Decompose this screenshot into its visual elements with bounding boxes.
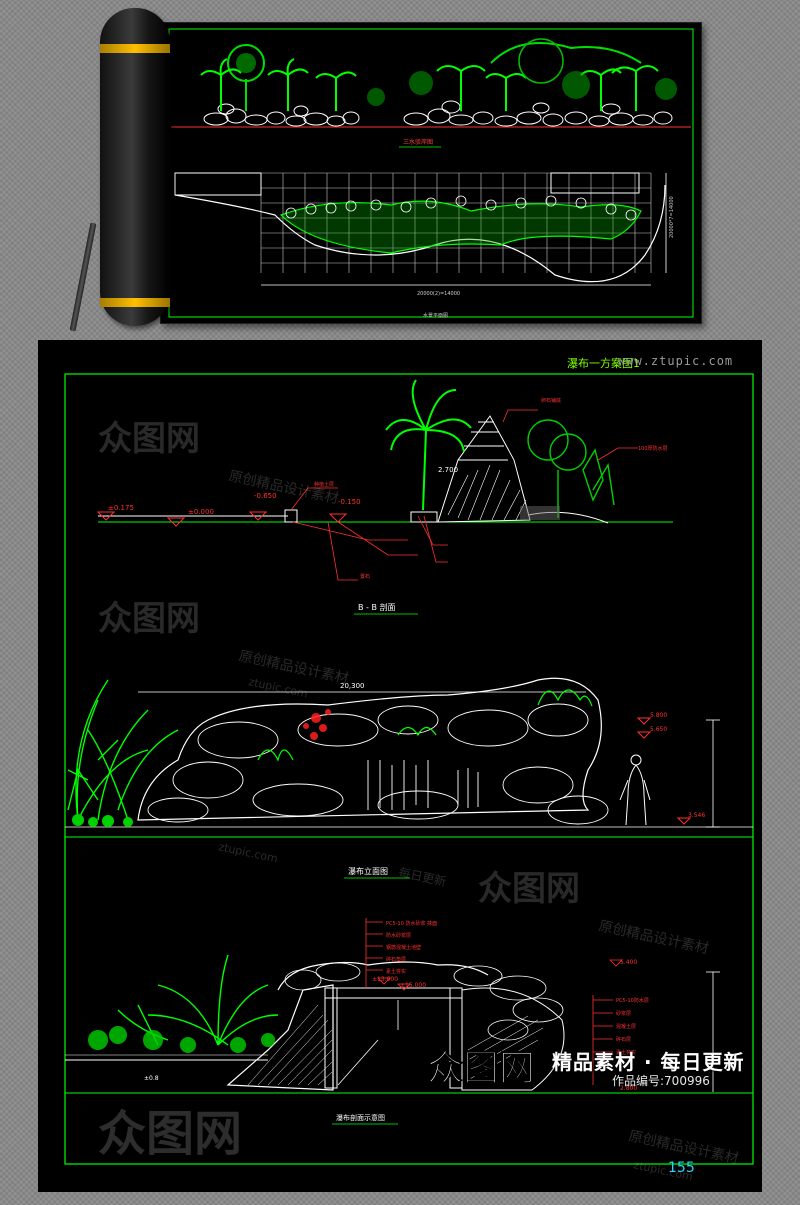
section-bb-levels xyxy=(96,511,348,527)
elevation-h2: 5.650 xyxy=(650,726,667,733)
detail-level-bottom: 2.800 xyxy=(620,1085,637,1092)
detail-note-3: 钢筋混凝土池壁 xyxy=(386,944,421,951)
page-number: 155 xyxy=(668,1160,695,1176)
detail-note-5: 素土夯实 xyxy=(386,968,406,975)
section-bb-title: B - B 剖面 xyxy=(358,602,396,612)
elevation-drawing xyxy=(65,677,753,828)
detail-note-1: PC5-10 防水砂浆 抹面 xyxy=(386,920,437,927)
site-url: www.ztupic.com xyxy=(618,354,734,368)
level-l4: -0.150 xyxy=(338,498,361,506)
watermark-domain-1: ztupic.com xyxy=(247,675,309,700)
level-l1: ±0.175 xyxy=(108,504,134,512)
detail-level-top: ±15.000 xyxy=(400,982,426,989)
roll-band-bottom xyxy=(100,298,170,307)
right-note-1: PC5-10防水层 xyxy=(616,997,649,1004)
right-note-4: 碎石层 xyxy=(616,1036,631,1043)
watermark-logo-3: 众图网 xyxy=(478,869,580,909)
level-l2: ±0.000 xyxy=(188,508,214,516)
detail-level-ground: ±0.8 xyxy=(144,1075,159,1082)
main-sheet-svg: ±0.175 ±0.000 -0.650 -0.150 2.700 种植土层 置… xyxy=(64,373,754,1183)
top-plants xyxy=(200,38,677,111)
roll-band-top xyxy=(100,44,170,53)
watermark-domain-2: ztupic.com xyxy=(217,840,279,865)
top-dim-side: 20000*7=14000 xyxy=(669,196,675,238)
brand-work-id: 作品编号:700996 xyxy=(612,1074,710,1088)
top-plan-planting xyxy=(279,200,642,254)
detail-level-right: 5.400 xyxy=(620,959,637,966)
brand-slogan: 精品素材 · 每日更新 xyxy=(552,1050,745,1074)
drawing-roll xyxy=(100,8,170,326)
elevation-ground: 3.546 xyxy=(688,812,705,819)
watermark-tagline-3: 原创精品设计素材 xyxy=(597,918,710,957)
right-note-3: 混凝土层 xyxy=(616,1023,636,1030)
watermark-logo-1: 众图网 xyxy=(98,419,200,459)
section-note-1: 种植土层 xyxy=(314,481,334,488)
detail-section-drawing xyxy=(65,954,720,1092)
top-rocks-left xyxy=(203,103,360,127)
top-elevation-title: 三水驳岸图 xyxy=(403,138,433,146)
right-note-2: 砂浆层 xyxy=(616,1010,631,1017)
section-note-2: 置石 xyxy=(360,574,370,580)
pen-tool xyxy=(69,222,97,332)
top-sheet-svg: 三水驳岸图 20 xyxy=(168,28,694,319)
detail-note-4: 碎石垫层 xyxy=(386,956,406,963)
brand-logo-icon: 众图网 xyxy=(427,1048,536,1090)
top-plan-title: 水景平面图 xyxy=(423,312,448,319)
watermark-logo-4: 众图网 xyxy=(98,1106,242,1162)
top-plan-stones xyxy=(285,195,637,221)
detail-callout-lines xyxy=(365,918,623,1085)
watermark-update: 每日更新 xyxy=(397,864,447,889)
level-peak: 2.700 xyxy=(438,466,458,474)
elevation-title: 瀑布立面图 xyxy=(348,866,388,876)
section-callout-lines xyxy=(290,409,638,581)
section-note-4: 卵石铺底 xyxy=(541,397,561,404)
section-bb-drawing xyxy=(98,379,673,524)
watermark-tagline-1: 原创精品设计素材 xyxy=(227,468,340,507)
detail-note-2: 防水砂浆层 xyxy=(386,932,411,939)
main-frame xyxy=(64,373,754,1165)
right-note-5: 素土夯实 xyxy=(616,1049,636,1056)
top-plan-building xyxy=(174,172,262,196)
section-note-3: 100厚防水层 xyxy=(638,445,668,452)
detail-level-base: ±13.000 xyxy=(372,976,398,983)
top-plan-pavilion xyxy=(550,172,640,194)
brand-overlay: 众图网 xyxy=(427,1042,792,1090)
main-drawing-sheet: ±0.175 ±0.000 -0.650 -0.150 2.700 种植土层 置… xyxy=(38,340,762,1192)
top-dim-bottom: 20000(2)=14000 xyxy=(417,291,460,297)
detail-title: 瀑布剖面示意图 xyxy=(336,1113,385,1122)
watermark-logo-2: 众图网 xyxy=(98,599,200,639)
elevation-h1: 5.800 xyxy=(650,712,667,719)
level-l3: -0.650 xyxy=(254,492,277,500)
top-drawing-sheet: 三水驳岸图 20 xyxy=(160,22,702,324)
drawing-title-tag: 瀑布一方案图1 xyxy=(567,357,640,370)
top-plan-edge xyxy=(174,184,666,283)
elevation-span: 20,300 xyxy=(340,682,365,690)
brand-logo-text: 众图网 xyxy=(427,1048,535,1089)
top-rocks-right xyxy=(403,100,673,127)
